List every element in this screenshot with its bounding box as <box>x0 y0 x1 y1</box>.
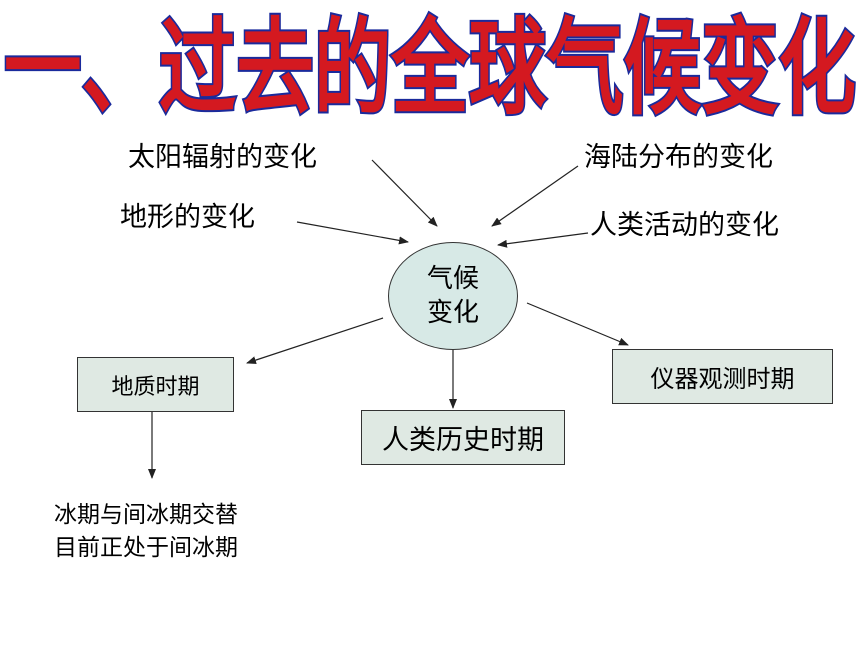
arrow-terrain-to-center <box>296 221 409 245</box>
page-title: 一、过去的全球气候变化 <box>2 5 858 124</box>
center-node-climate-change: 气候 变化 <box>388 242 518 350</box>
arrow-land-sea-to-center <box>491 165 579 227</box>
factor-terrain: 地形的变化 <box>120 202 255 233</box>
box-historic-period: 人类历史时期 <box>361 410 565 465</box>
box-instrument-period: 仪器观测时期 <box>612 349 833 404</box>
arrow-center-to-instrument <box>526 302 629 346</box>
factor-solar-radiation: 太阳辐射的变化 <box>128 142 317 173</box>
geologic-note-line2: 目前正处于间冰期 <box>54 535 238 561</box>
factor-land-sea-distribution: 海陆分布的变化 <box>584 142 773 173</box>
arrow-solar-to-center <box>371 159 438 227</box>
box-instrument-period-label: 仪器观测时期 <box>650 365 795 393</box>
box-geologic-period-label: 地质时期 <box>111 374 200 400</box>
geologic-note-line1: 冰期与间冰期交替 <box>54 502 238 528</box>
arrow-center-to-geologic <box>246 317 384 364</box>
center-node-line1: 气候 <box>426 264 479 294</box>
page-title-text: 一、过去的全球气候变化 <box>4 7 856 124</box>
arrow-human-to-center <box>497 232 589 248</box>
box-historic-period-label: 人类历史时期 <box>382 425 544 456</box>
box-geologic-period: 地质时期 <box>77 357 234 412</box>
factor-human-activity: 人类活动的变化 <box>590 210 779 241</box>
center-node-line2: 变化 <box>426 298 479 328</box>
